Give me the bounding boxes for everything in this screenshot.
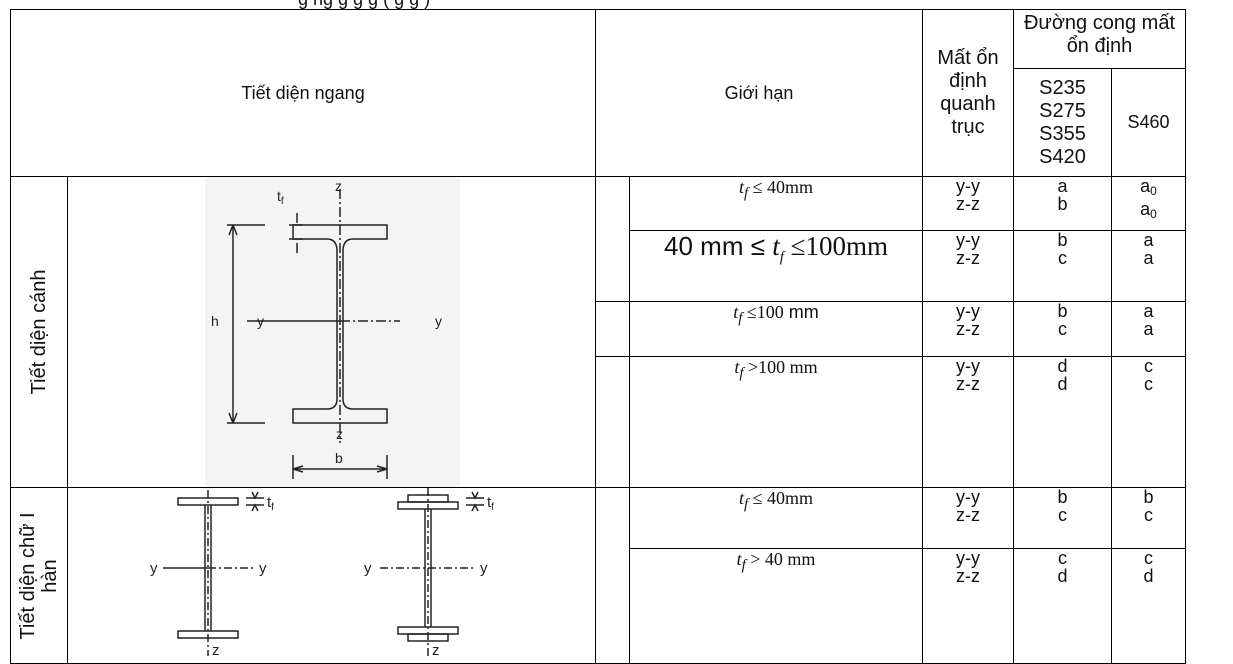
svg-text:y: y [480, 560, 488, 577]
header-axis: Mất ổn định quanh trục [922, 9, 1014, 177]
axis-cell: y-y z-z [922, 548, 1014, 664]
curve-cell: d d [1013, 356, 1112, 488]
axis-cell: y-y z-z [922, 356, 1014, 488]
header-curve: Đường cong mất ổn định [1013, 9, 1186, 69]
header-grades-group: S235 S275 S355 S420 [1013, 68, 1112, 177]
header-limits: Giới hạn [595, 9, 923, 177]
curve-cell: b c [1013, 486, 1112, 550]
axis-cell: y-y z-z [922, 301, 1014, 358]
section-label-rolled: Tiết diện cánh [10, 176, 68, 488]
svg-text:y: y [257, 313, 264, 329]
svg-text:y: y [435, 313, 442, 329]
caption-fragment: g ng g g g ( g g ) [0, 0, 1233, 9]
curve-cell: b c [1013, 230, 1112, 303]
svg-text:tf: tf [267, 494, 274, 513]
axis-cell: y-y z-z [922, 230, 1014, 303]
svg-text:z: z [335, 178, 342, 194]
svg-text:h: h [211, 313, 219, 329]
rolled-i-section-icon: tf z z h y y b [211, 178, 442, 479]
curve-cell: b c [1013, 301, 1112, 358]
limit-cell: tf ≤ 40mm [629, 175, 923, 232]
welded-i-section-figure: tf tf y y y y z z [67, 487, 596, 664]
buckling-curve-table: Tiết diện ngang Giới hạn Mất ổn định qua… [10, 9, 1186, 664]
header-cross-section: Tiết diện ngang [10, 9, 596, 177]
welded-i-section-icon: tf tf y y y y z z [150, 488, 494, 659]
svg-text:y: y [259, 560, 267, 577]
curve-high-cell: a a [1111, 301, 1186, 358]
svg-text:tf: tf [277, 188, 284, 207]
axis-cell: y-y z-z [922, 175, 1014, 232]
curve-high-cell: c c [1111, 356, 1186, 488]
curve-cell: c d [1013, 548, 1112, 664]
rolled-i-section-figure: tf z z h y y b [204, 176, 461, 488]
limit-cell: tf ≤100 mm [629, 301, 923, 358]
curve-high-cell: a a [1111, 230, 1186, 303]
svg-text:z: z [336, 426, 343, 442]
limit-cell: tf > 40 mm [629, 548, 923, 664]
svg-text:z: z [432, 642, 440, 658]
axis-cell: y-y z-z [922, 486, 1014, 550]
curve-high-cell: b c [1111, 486, 1186, 550]
svg-text:tf: tf [487, 494, 494, 513]
section-label-welded: Tiết diện chữ I hàn [10, 487, 68, 664]
curve-high-cell: c d [1111, 548, 1186, 664]
header-grade-high: S460 [1111, 68, 1186, 177]
svg-text:z: z [212, 642, 220, 658]
limit-cell: tf ≤ 40mm [629, 486, 923, 550]
curve-cell: a b [1013, 175, 1112, 232]
svg-text:b: b [335, 450, 343, 466]
svg-text:y: y [364, 560, 372, 577]
limit-cell: tf >100 mm [629, 356, 923, 488]
limit-cell: 40 mm ≤ tf ≤100mm [629, 230, 923, 303]
svg-text:y: y [150, 560, 158, 577]
